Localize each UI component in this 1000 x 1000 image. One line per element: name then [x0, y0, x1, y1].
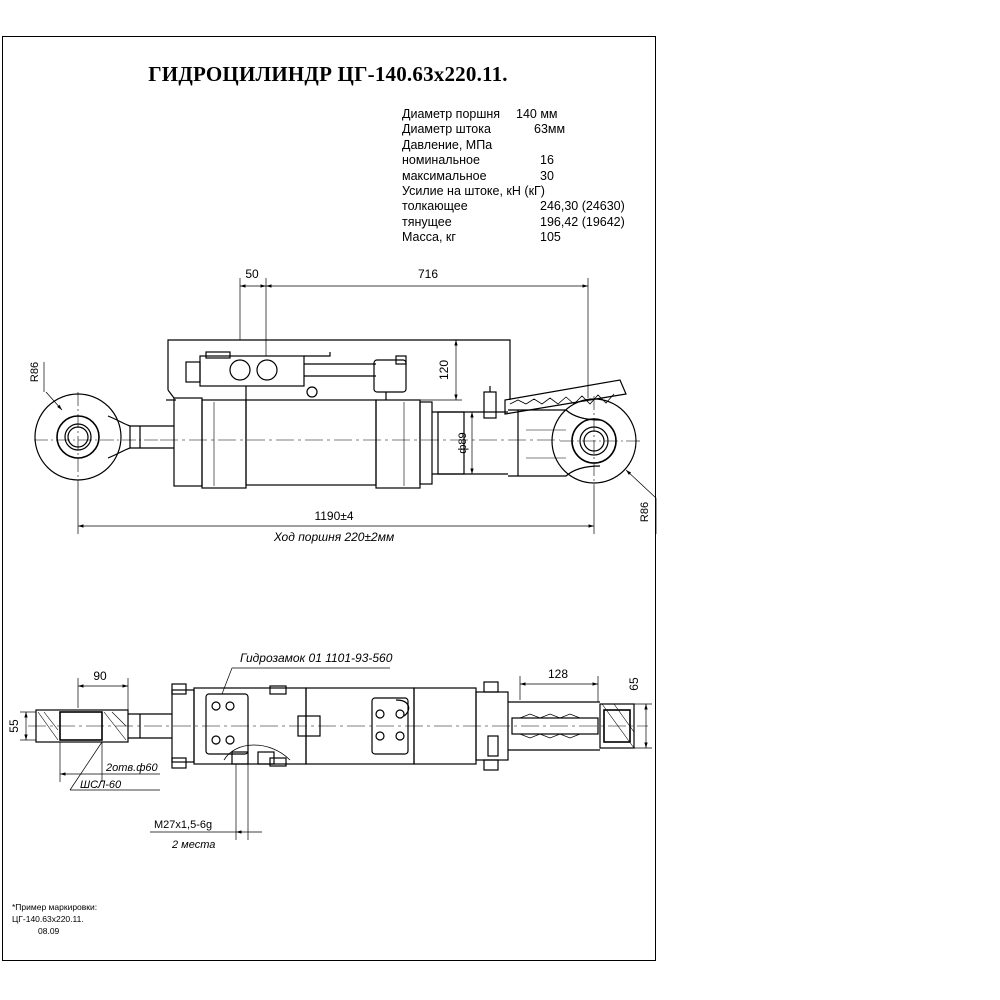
dim-716: 716	[418, 267, 438, 281]
dim-thread: М27х1,5-6g	[154, 819, 212, 831]
spec-value: 105	[540, 230, 561, 245]
spec-label: Масса, кг	[402, 230, 456, 245]
spec-label: Диаметр поршня	[402, 107, 501, 121]
hydrolock-block	[185, 351, 407, 400]
hydrolock-label: Гидрозамок 01 1101-93-560	[240, 651, 393, 665]
spec-label: Усилие на штоке, кН (кГ)	[402, 183, 545, 198]
spec-value: 246,30 (24630)	[540, 199, 625, 214]
top-view	[28, 681, 648, 771]
drawing-frame	[2, 36, 656, 961]
spec-value: 30	[540, 168, 554, 183]
top-view-dimensions	[20, 667, 652, 840]
marking-note-line3: 08.09	[38, 926, 60, 936]
dim-holes: 2отв.ф60	[105, 762, 159, 774]
left-eye-mount	[34, 392, 174, 482]
dim-55: 55	[7, 719, 21, 733]
dim-128: 128	[548, 667, 568, 681]
marking-note: *Пример маркировки: ЦГ-140.63х220.11. 08…	[12, 901, 97, 937]
dim-90: 90	[93, 669, 107, 683]
side-view-dimensions	[43, 278, 657, 534]
marking-note-line2: ЦГ-140.63х220.11.	[12, 914, 84, 924]
spec-label: Давление, МПа	[402, 137, 493, 152]
dim-r86-left: R86	[29, 362, 41, 382]
dim-places: 2 места	[171, 839, 215, 851]
marking-note-line1: *Пример маркировки:	[12, 902, 98, 912]
dim-stroke: Ход поршня 220±2мм	[273, 530, 394, 544]
dim-r86-right: R86	[639, 502, 651, 522]
spec-value: 16	[540, 153, 554, 168]
dim-50: 50	[245, 267, 259, 281]
spec-label: тянущее	[402, 214, 452, 229]
dim-phi89: ф89	[457, 432, 469, 453]
dim-length: 1190±4	[314, 509, 353, 523]
spec-value: 63мм	[534, 122, 566, 137]
spec-value: 140 мм	[516, 107, 558, 121]
dim-bearing: ШСЛ-60	[80, 779, 122, 791]
spec-value: 196,42 (19642)	[540, 214, 625, 229]
right-eye-mount	[551, 396, 640, 486]
dim-65: 65	[627, 677, 641, 691]
drawing-title: ГИДРОЦИЛИНДР ЦГ-140.63х220.11.	[148, 62, 508, 86]
spec-label: максимальное	[402, 168, 487, 183]
side-view	[34, 339, 640, 489]
dim-120: 120	[437, 360, 451, 380]
spec-label: номинальное	[402, 153, 480, 168]
spec-label: Диаметр штока	[402, 122, 491, 137]
spec-label: толкающее	[402, 199, 468, 214]
